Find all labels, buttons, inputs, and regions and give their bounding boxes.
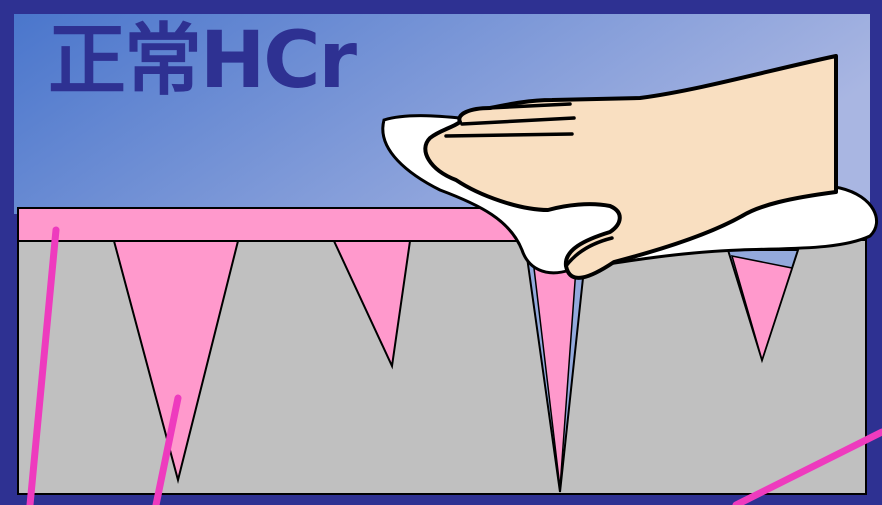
leader-line-crack [152,394,182,505]
crack-4 [730,255,793,363]
leader-line-layer [26,226,60,505]
hand-icon [423,54,838,280]
leader-line-gap [732,428,882,505]
crack-2 [332,240,412,370]
page-title: 正常HCr [48,16,357,106]
crack-1 [112,240,240,484]
leader-lines [26,226,882,505]
chrome-layer [17,207,539,242]
